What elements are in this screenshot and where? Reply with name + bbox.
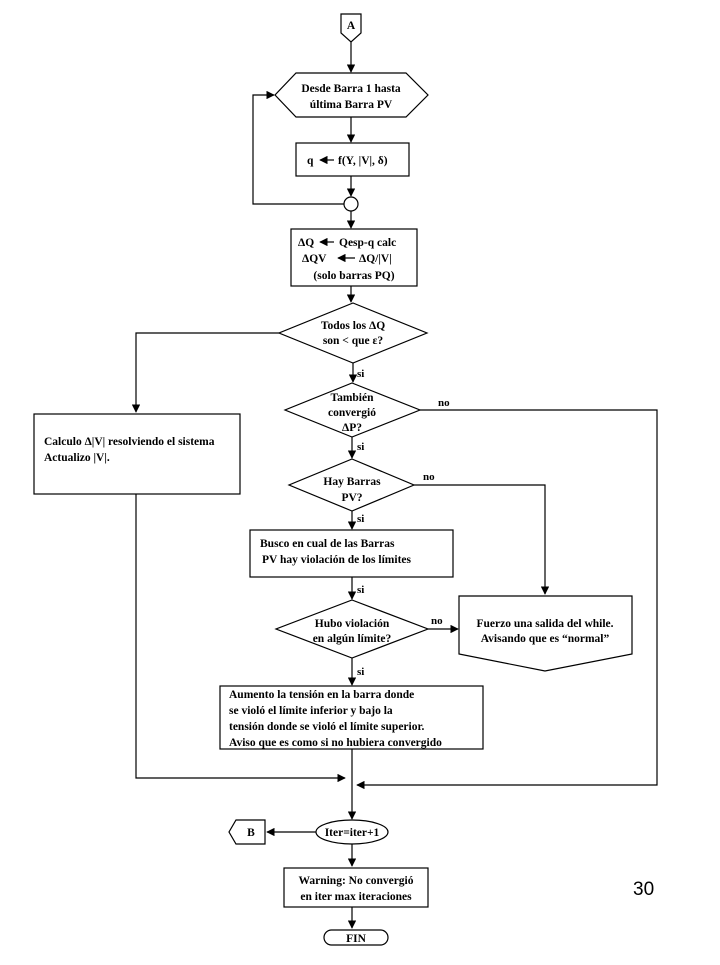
decision-p-line2: convergió bbox=[328, 407, 376, 419]
label-no-1: no bbox=[438, 397, 450, 409]
warning-block-line1: Warning: No convergió bbox=[299, 875, 414, 887]
loop-block: Desde Barra 1 hasta última Barra PV bbox=[274, 72, 429, 118]
label-si-4: si bbox=[357, 584, 364, 596]
dq-line1-right: Qesp-q calc bbox=[339, 237, 396, 249]
q-calc-block: q f(Y, |V|, δ) bbox=[295, 142, 410, 177]
calc-block: Calculo Δ|V| resolviendo el sistema Actu… bbox=[33, 413, 241, 495]
adjust-block-line1: Aumento la tensión en la barra donde bbox=[229, 689, 414, 701]
search-block: Busco en cual de las Barras PV hay viola… bbox=[249, 529, 454, 578]
dq-line2-left: ΔQV bbox=[302, 253, 327, 265]
connector-b: B bbox=[228, 819, 266, 845]
label-si-2: si bbox=[357, 441, 364, 453]
label-si-5: si bbox=[357, 666, 364, 678]
label-no-3: no bbox=[431, 615, 443, 627]
iter-block: Iter=iter+1 bbox=[315, 819, 389, 845]
decision-violation-line1: Hubo violación bbox=[315, 618, 390, 630]
adjust-block: Aumento la tensión en la barra donde se … bbox=[219, 685, 484, 750]
arrow-all-q-no bbox=[131, 332, 279, 413]
decision-all-q-line2: son < que ε? bbox=[323, 335, 384, 347]
decision-all-q: Todos los ΔQ son < que ε? bbox=[277, 302, 429, 364]
decision-violation: Hubo violación en algún límite? bbox=[274, 599, 430, 659]
loop-back-arrow bbox=[252, 90, 344, 205]
decision-p-line3: ΔP? bbox=[342, 422, 362, 434]
junction-circle bbox=[343, 196, 359, 212]
search-block-line2: PV hay violación de los límites bbox=[262, 554, 411, 566]
warning-block: Warning: No convergió en iter max iterac… bbox=[283, 867, 429, 908]
decision-pv: Hay Barras PV? bbox=[287, 458, 416, 512]
end-block: FIN bbox=[323, 929, 389, 946]
end-block-label: FIN bbox=[346, 933, 367, 945]
calc-block-line1: Calculo Δ|V| resolviendo el sistema bbox=[44, 436, 215, 448]
adjust-block-line3: tensión donde se violó el límite superio… bbox=[229, 721, 425, 733]
arrow-calc-to-merge bbox=[135, 494, 346, 783]
arrow-p-no bbox=[356, 409, 658, 790]
page-number: 30 bbox=[633, 879, 654, 900]
search-block-line1: Busco en cual de las Barras bbox=[260, 538, 395, 550]
decision-violation-line2: en algún límite? bbox=[313, 633, 392, 645]
loop-block-line2: última Barra PV bbox=[310, 99, 393, 111]
exit-block-line1: Fuerzo una salida del while. bbox=[476, 618, 613, 630]
decision-p: También convergió ΔP? bbox=[283, 382, 422, 438]
exit-block: Fuerzo una salida del while. Avisando qu… bbox=[458, 595, 633, 672]
decision-all-q-line1: Todos los ΔQ bbox=[321, 320, 385, 332]
label-no-2: no bbox=[423, 471, 435, 483]
connector-b-label: B bbox=[247, 827, 255, 839]
dq-line1-left: ΔQ bbox=[298, 237, 314, 249]
connector-a: A bbox=[340, 13, 362, 43]
connector-a-label: A bbox=[347, 20, 356, 32]
decision-pv-line2: PV? bbox=[341, 492, 362, 504]
dq-block: ΔQ Qesp-q calc ΔQV ΔQ/|V| (solo barras P… bbox=[290, 228, 418, 287]
dq-line3: (solo barras PQ) bbox=[313, 270, 394, 282]
adjust-block-line4: Aviso que es como si no hubiera convergi… bbox=[229, 737, 442, 749]
iter-block-label: Iter=iter+1 bbox=[325, 827, 380, 839]
label-si-1: si bbox=[357, 368, 364, 380]
decision-pv-line1: Hay Barras bbox=[323, 476, 381, 488]
exit-block-line2: Avisando que es “normal” bbox=[481, 633, 610, 645]
arrow-pv-no bbox=[414, 484, 550, 595]
dq-line2-right: ΔQ/|V| bbox=[359, 253, 392, 265]
q-calc-left: q bbox=[307, 155, 314, 167]
adjust-block-line2: se violó el límite inferior y bajo la bbox=[229, 705, 393, 717]
warning-block-line2: en iter max iteraciones bbox=[300, 891, 412, 903]
decision-p-line1: También bbox=[330, 392, 374, 404]
loop-block-line1: Desde Barra 1 hasta bbox=[301, 83, 401, 95]
calc-block-line2: Actualizo |V|. bbox=[44, 452, 110, 464]
q-calc-right: f(Y, |V|, δ) bbox=[338, 155, 388, 167]
label-si-3: si bbox=[357, 513, 364, 525]
